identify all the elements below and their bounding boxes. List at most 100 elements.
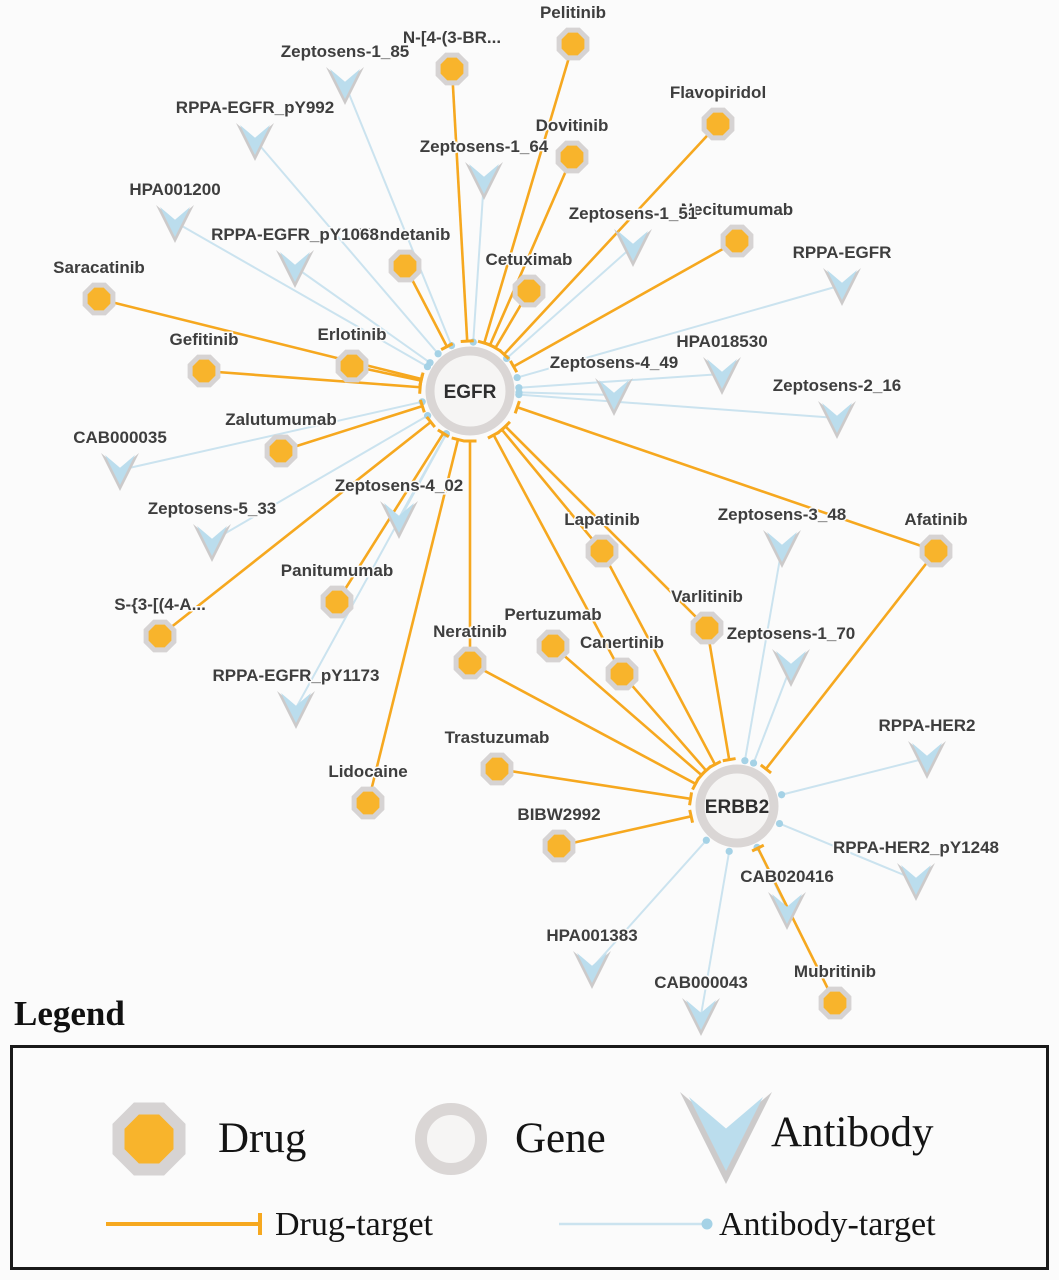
drug-target-edge [469, 661, 697, 785]
antibody-node-rppa-egfr-py992[interactable] [236, 123, 274, 161]
antibody-node-zeptosens-5-33[interactable] [193, 524, 231, 562]
drug-node-pertuzumab[interactable] [536, 629, 570, 663]
drug-target-edge [764, 550, 938, 770]
drug-target-tee [487, 430, 501, 440]
drug-node-neratinib[interactable] [453, 646, 487, 680]
drug-node-mubritinib[interactable] [818, 986, 852, 1020]
drug-target-edge [492, 434, 624, 675]
antibody-target-edge [518, 393, 838, 419]
antibody-target-dot [775, 819, 784, 828]
antibody-node-cab000035[interactable] [101, 453, 139, 491]
drug-node-pelitinib[interactable] [556, 27, 590, 61]
drug-node-panitumumab[interactable] [320, 585, 354, 619]
drug-node-zalutumumab[interactable] [264, 434, 298, 468]
antibody-target-edge [518, 391, 615, 396]
legend-box: Drug Gene Antibody Drug-target Antibody-… [10, 1045, 1049, 1270]
antibody-target-edge [472, 178, 485, 343]
drug-target-edge [504, 425, 708, 629]
drug-target-tee [437, 428, 450, 439]
antibody-target-dot [777, 791, 786, 799]
drug-node-lidocaine[interactable] [351, 786, 385, 820]
antibody-node-zeptosens-1-64[interactable] [465, 162, 503, 200]
drug-target-tee [440, 342, 454, 351]
drug-node-gefitinib[interactable] [187, 354, 221, 388]
drug-node-trastuzumab[interactable] [480, 752, 514, 786]
drug-target-tee [700, 765, 713, 776]
antibody-label: Zeptosens-1_85 [281, 42, 410, 61]
antibody-node-cab000043[interactable] [682, 998, 720, 1036]
antibody-node-rppa-her2-py1248[interactable] [897, 863, 935, 901]
drug-node-flavopiridol[interactable] [701, 107, 735, 141]
drug-node-canertinib[interactable] [605, 657, 639, 691]
antibody-target-dot [725, 847, 733, 855]
antibody-node-rppa-egfr-py1068[interactable] [276, 250, 314, 288]
drug-node-erlotinib[interactable] [335, 349, 369, 383]
legend-antibody-label: Antibody [771, 1109, 934, 1156]
antibody-target-edge [505, 245, 634, 360]
drug-target-tee [418, 399, 426, 413]
drug-label: Flavopiridol [670, 83, 766, 102]
drug-target-edge [503, 123, 719, 356]
antibody-node-zeptosens-1-70[interactable] [772, 649, 810, 687]
antibody-label: HPA001383 [546, 926, 637, 945]
drug-label: Zalutumumab [225, 410, 336, 429]
antibody-node-zeptosens-4-02[interactable] [380, 501, 418, 539]
drug-target-edge [552, 645, 703, 777]
antibody-node-cab020416[interactable] [768, 892, 806, 930]
antibody-target-dot [424, 412, 432, 420]
gene-node-erbb2[interactable] [695, 764, 779, 848]
drug-target-tee [751, 843, 765, 853]
antibody-node-hpa001200[interactable] [156, 205, 194, 243]
antibody-node-rppa-egfr[interactable] [823, 268, 861, 306]
legend-title: Legend [14, 994, 125, 1033]
antibody-label: CAB020416 [740, 867, 834, 886]
antibody-label: RPPA-HER2 [879, 716, 976, 735]
antibody-node-rppa-her2[interactable] [908, 741, 946, 779]
drug-node-necitumumab[interactable] [720, 224, 754, 258]
antibody-node-zeptosens-1-51[interactable] [614, 229, 652, 267]
antibody-target-edge [294, 266, 431, 364]
antibody-target-dot [702, 836, 710, 844]
antibody-target-dot [515, 390, 523, 399]
antibody-label: RPPA-EGFR_pY1173 [213, 666, 380, 685]
drug-node-lapatinib[interactable] [585, 534, 619, 568]
antibody-target-dot [513, 373, 521, 382]
drug-target-edge [366, 439, 460, 804]
antibody-node-hpa001383[interactable] [573, 951, 611, 989]
drug-node-saracatinib[interactable] [82, 282, 116, 316]
drug-target-edge [496, 767, 691, 801]
antibody-node-zeptosens-3-48[interactable] [763, 530, 801, 568]
antibody-node-zeptosens-2-16[interactable] [818, 401, 856, 439]
antibody-label: RPPA-EGFR [793, 243, 892, 262]
drug-label: Afatinib [904, 510, 967, 529]
drug-target-edge [450, 68, 469, 342]
drug-label: S-{3-[(4-A... [114, 595, 206, 614]
drug-label: Pertuzumab [504, 605, 601, 624]
antibody-node-rppa-egfr-py1173[interactable] [277, 691, 315, 729]
antibody-node-zeptosens-4-49[interactable] [595, 378, 633, 416]
antibody-label: Zeptosens-3_48 [718, 505, 847, 524]
legend-drug-label: Drug [218, 1115, 307, 1162]
drug-node-vandetanib[interactable] [388, 249, 422, 283]
drug-label: Canertinib [580, 633, 664, 652]
drug-node-dovitinib[interactable] [555, 140, 589, 174]
drug-label: Dovitinib [536, 116, 609, 135]
drug-node-s-3-4-a[interactable] [143, 619, 177, 653]
antibody-target-edge [295, 433, 448, 709]
antibody-node-zeptosens-1-85[interactable] [326, 67, 364, 105]
drug-node-n-4-3-br[interactable] [435, 52, 469, 86]
drug-node-cetuximab[interactable] [512, 274, 546, 308]
drug-target-tee [489, 343, 502, 353]
antibody-node-hpa018530[interactable] [703, 357, 741, 395]
antibody-label: Zeptosens-5_33 [148, 499, 277, 518]
gene-label: ERBB2 [705, 797, 769, 818]
drug-target-edge [705, 627, 731, 760]
drug-node-bibw2992[interactable] [542, 829, 576, 863]
legend-drug-target-sample [106, 1213, 262, 1235]
drug-label: N-[4-(3-BR... [403, 28, 501, 47]
drug-node-varlitinib[interactable] [690, 611, 724, 645]
gene-node-egfr[interactable] [425, 346, 515, 436]
drug-target-edge [516, 406, 937, 553]
drug-node-afatinib[interactable] [919, 534, 953, 568]
